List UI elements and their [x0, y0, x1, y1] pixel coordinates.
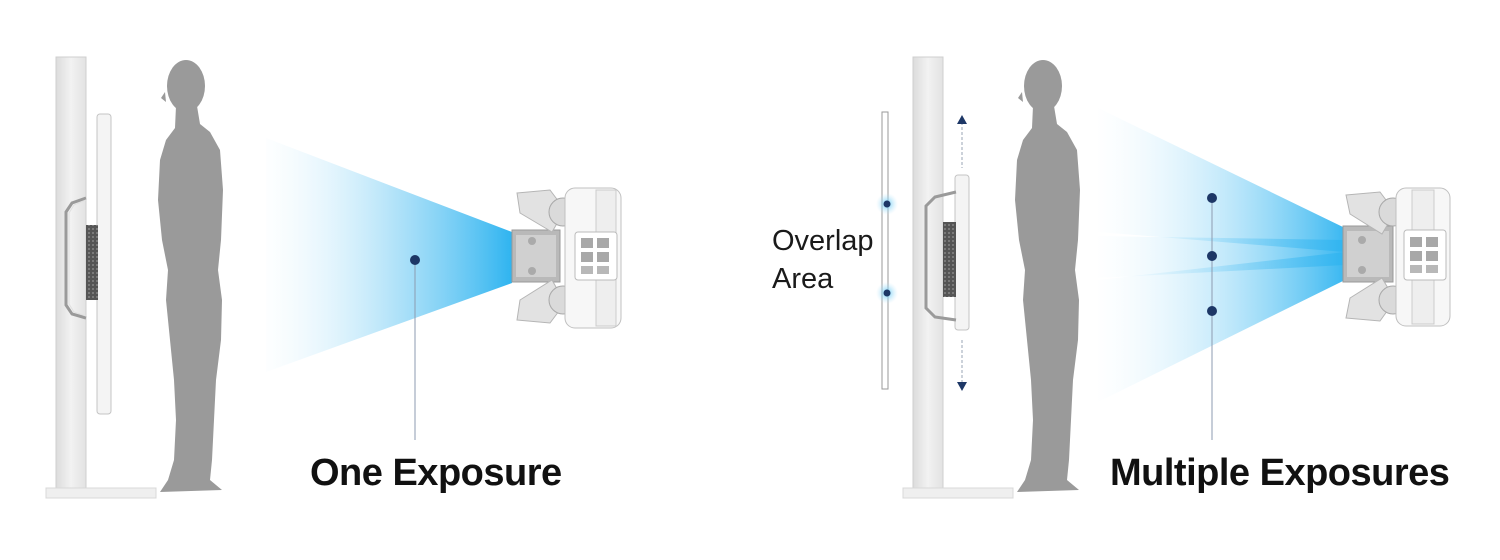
xray-beam-lower [1098, 252, 1345, 402]
xray-beams-right [1098, 108, 1345, 402]
xray-tube-left [511, 187, 622, 329]
wall-stand-left [45, 56, 157, 499]
overlap-label-line1: Overlap [772, 225, 874, 257]
beam-marker-left [410, 255, 420, 440]
person-silhouette-right [1015, 60, 1080, 492]
overlap-indicator [876, 111, 898, 390]
caption-multiple-exposures: Multiple Exposures [1110, 452, 1450, 494]
overlap-label-line2: Area [772, 263, 834, 295]
xray-tube-right [1342, 187, 1451, 327]
beam-markers-right [1207, 193, 1217, 440]
panel-one-exposure [45, 56, 622, 499]
panel-multiple-exposures [876, 56, 1451, 499]
overlap-area-label: Overlap Area [772, 222, 874, 298]
wall-stand-right [902, 56, 1014, 499]
xray-beam-upper [1098, 108, 1345, 252]
xray-beam-left [266, 138, 512, 372]
movement-arrows [957, 115, 967, 391]
detector-right [924, 174, 970, 331]
person-silhouette-left [158, 60, 223, 492]
caption-one-exposure: One Exposure [310, 452, 562, 494]
detector-left [64, 113, 112, 415]
